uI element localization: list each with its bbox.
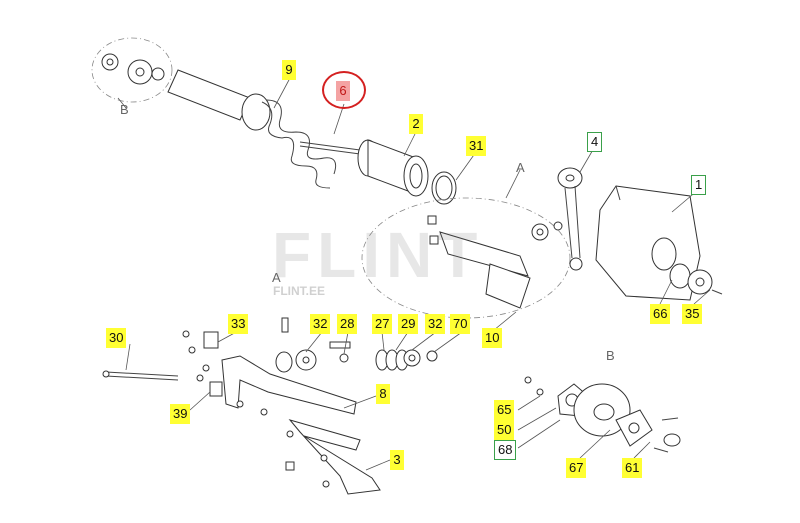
callout-61[interactable]: 61 — [622, 458, 643, 478]
callout-29[interactable]: 29 — [398, 314, 419, 334]
detail-b-bottom — [524, 376, 681, 453]
bracket-a — [427, 215, 563, 309]
view-letter-a-left: A — [272, 270, 281, 285]
leader-lines — [125, 77, 711, 471]
gearbox-housing — [595, 185, 723, 301]
view-letter-b-bottom: B — [606, 348, 615, 363]
callout-66[interactable]: 66 — [650, 304, 671, 324]
highlight-ring — [322, 71, 366, 109]
callout-32-b[interactable]: 32 — [425, 314, 446, 334]
callout-10[interactable]: 10 — [482, 328, 503, 348]
callout-33[interactable]: 33 — [228, 314, 249, 334]
callout-65[interactable]: 65 — [494, 400, 515, 420]
bracket-3 — [285, 419, 381, 495]
bracket-8 — [221, 355, 357, 416]
callout-67[interactable]: 67 — [566, 458, 587, 478]
callout-35[interactable]: 35 — [682, 304, 703, 324]
callout-30[interactable]: 30 — [106, 328, 127, 348]
view-letter-b-top: B — [120, 102, 129, 117]
tension-arm — [557, 167, 583, 271]
callout-70[interactable]: 70 — [450, 314, 471, 334]
rod — [102, 370, 179, 381]
callout-4[interactable]: 4 — [587, 132, 603, 152]
callout-28[interactable]: 28 — [337, 314, 358, 334]
detail-b-top-outline — [91, 37, 173, 103]
callout-32-a[interactable]: 32 — [310, 314, 331, 334]
callout-2[interactable]: 2 — [409, 114, 423, 134]
callout-39[interactable]: 39 — [170, 404, 191, 424]
callout-1[interactable]: 1 — [691, 175, 707, 195]
cylinder-housing — [357, 139, 429, 197]
callout-9[interactable]: 9 — [282, 60, 296, 80]
callout-27[interactable]: 27 — [372, 314, 393, 334]
callout-8[interactable]: 8 — [376, 384, 390, 404]
watermark: FLINT — [272, 219, 484, 291]
callout-31[interactable]: 31 — [466, 136, 487, 156]
callout-50[interactable]: 50 — [494, 420, 515, 440]
view-letter-a-top: A — [516, 160, 525, 175]
watermark-url: FLINT.EE — [273, 284, 326, 298]
auger-assembly — [167, 69, 361, 189]
callout-68[interactable]: 68 — [494, 440, 517, 460]
callout-6[interactable]: 6 — [336, 81, 350, 101]
callout-3[interactable]: 3 — [390, 450, 404, 470]
